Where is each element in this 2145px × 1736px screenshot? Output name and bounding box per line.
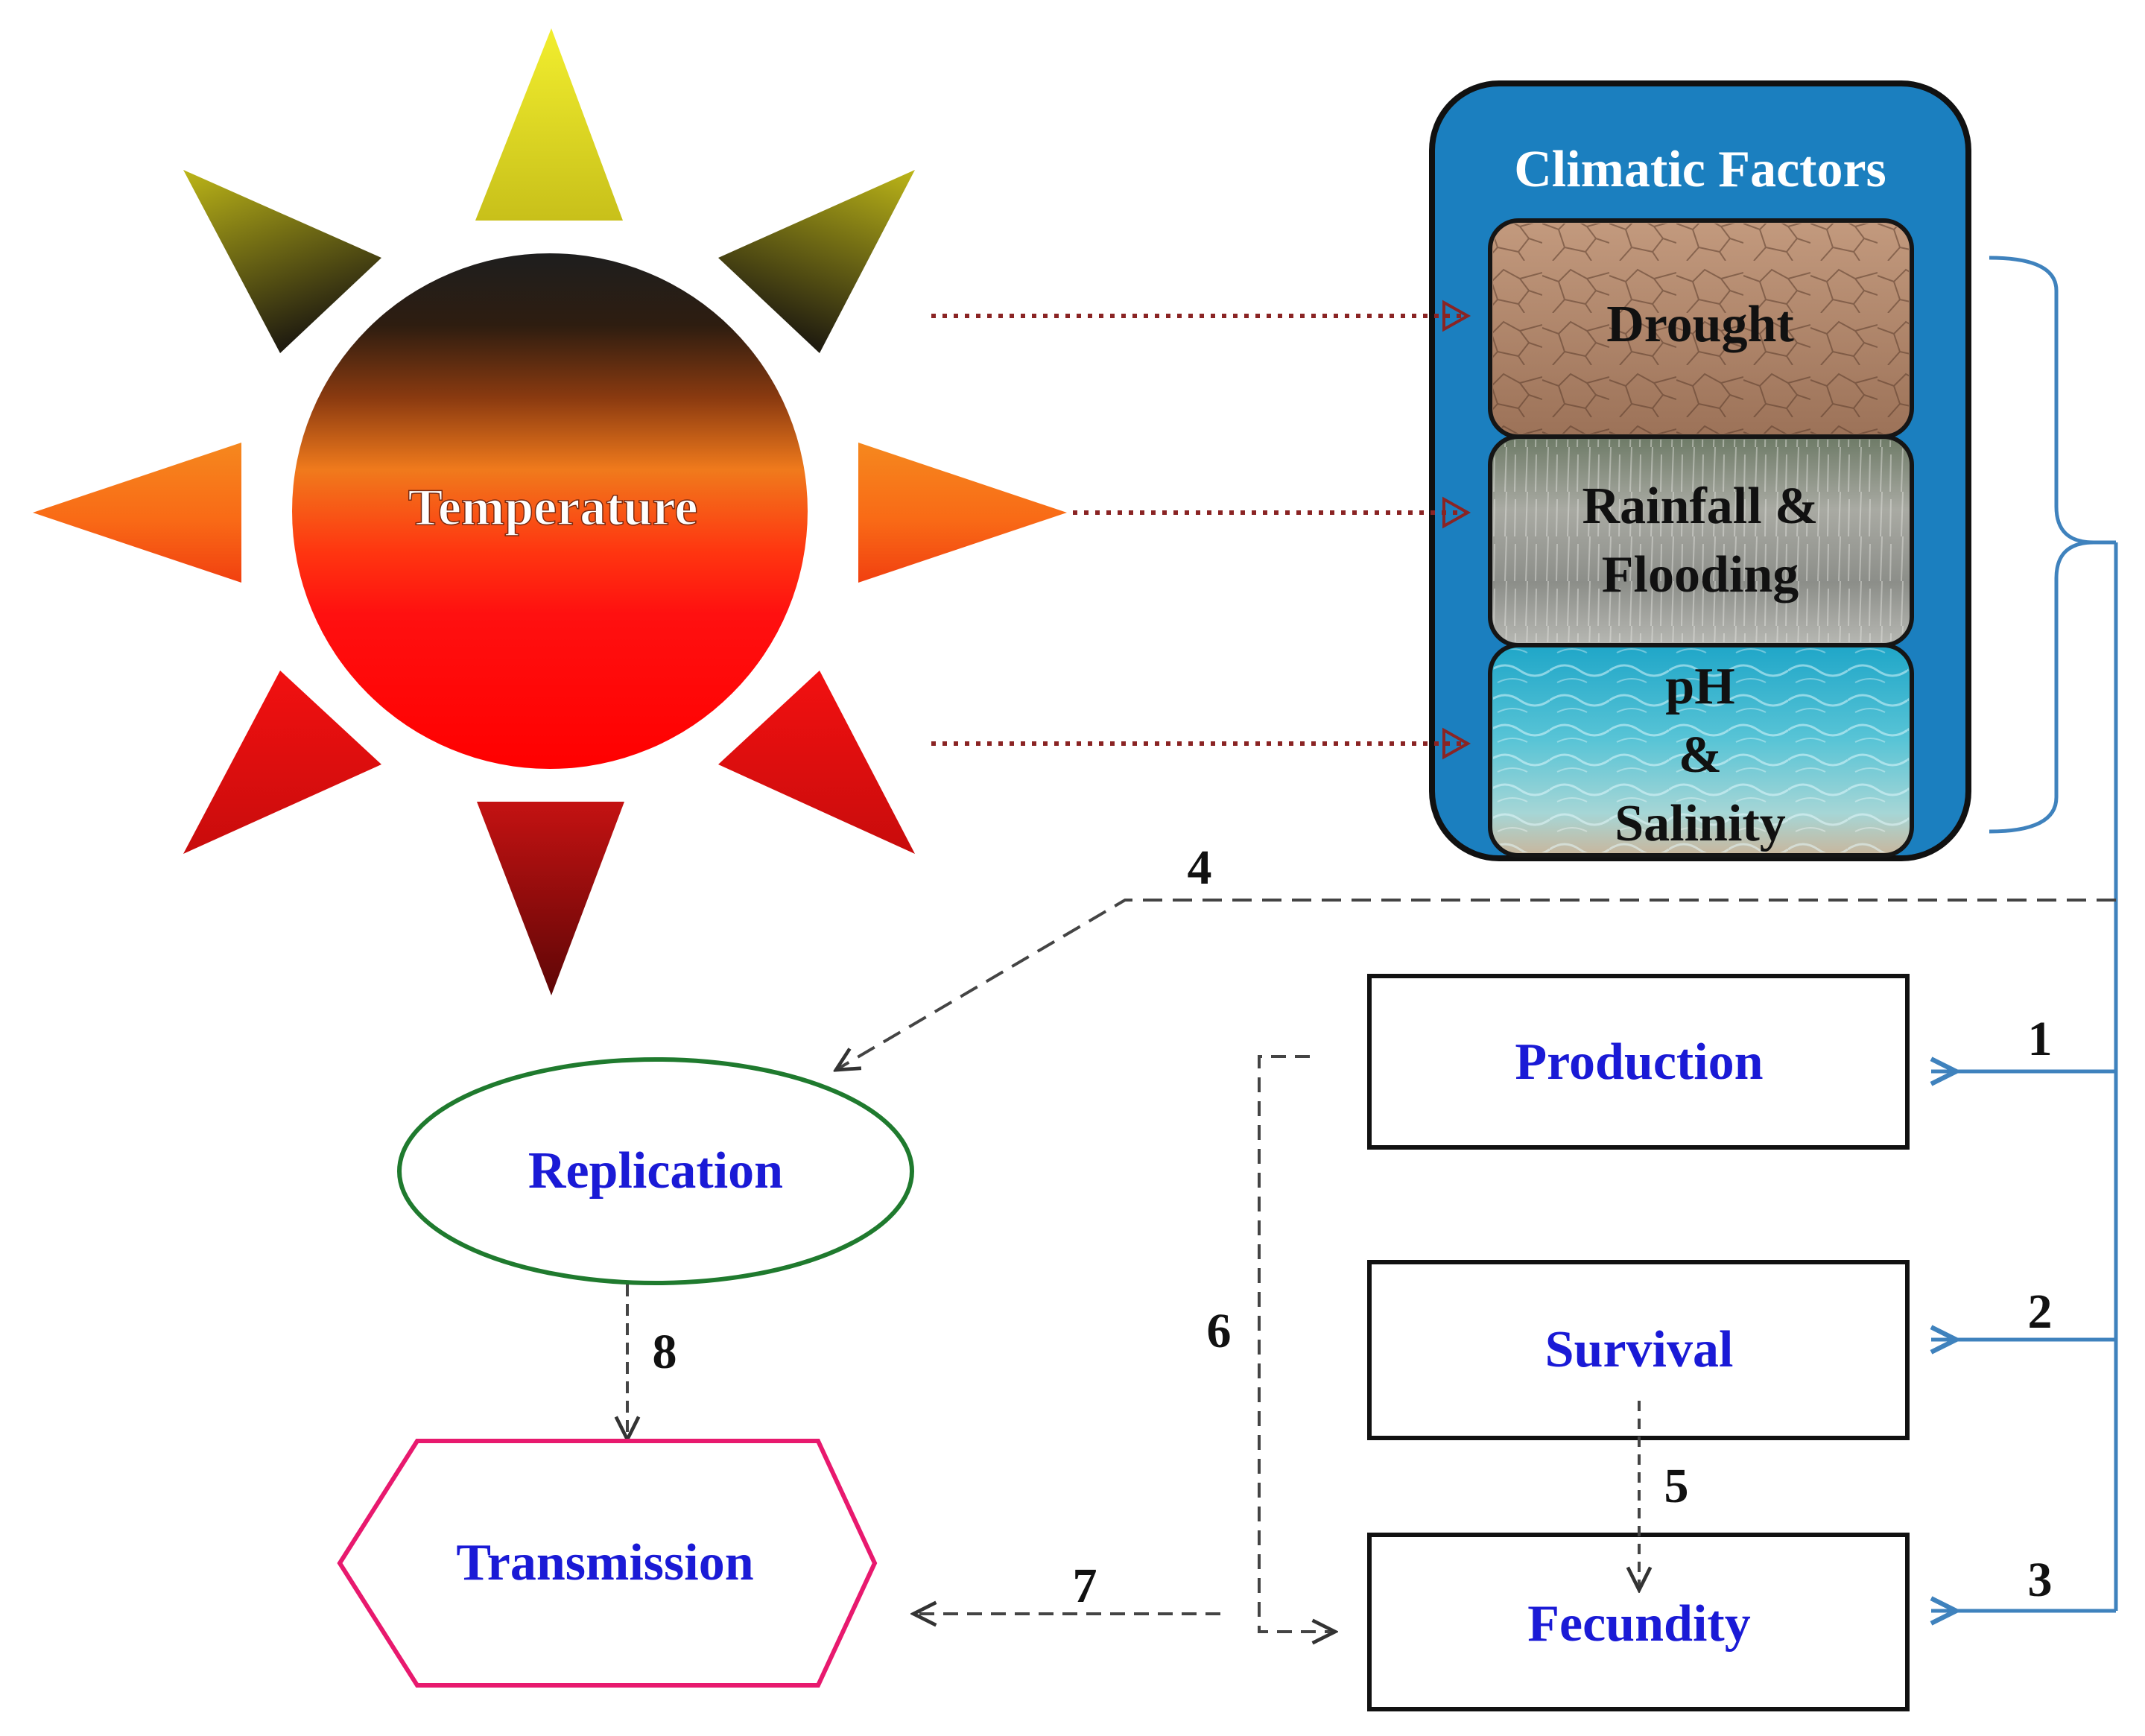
transmission-node: [337, 1439, 878, 1688]
climatic-factors-title: Climatic Factors: [1514, 141, 1886, 198]
fecundity-label: Fecundity: [1527, 1595, 1750, 1653]
sun-ray-upper-left: [183, 170, 381, 353]
edge-label-2: 2: [2028, 1284, 2053, 1339]
edge-label-7: 7: [1073, 1559, 1097, 1613]
drought-label: Drought: [1606, 296, 1794, 353]
edge-label-3: 3: [2028, 1553, 2053, 1607]
sun-ray-top: [475, 28, 623, 221]
arrowhead-drought: [1442, 300, 1471, 332]
sun-ray-lower-right: [718, 671, 915, 854]
sun-ray-lower-left: [183, 671, 381, 854]
temperature-label: Temperature: [408, 479, 698, 536]
edge-label-5: 5: [1664, 1459, 1689, 1513]
ph-label-line1: pH: [1665, 658, 1734, 715]
arrowhead-ph: [1442, 727, 1471, 760]
ph-label-line3: Salinity: [1615, 795, 1786, 852]
rainfall-label-line2: Flooding: [1602, 546, 1799, 604]
climatic-factors-bracket: [1989, 256, 2094, 834]
arrow-6-production-to-fecundity: [1258, 1055, 1335, 1632]
arrow-4-to-replication: [836, 899, 2116, 1070]
arrowhead-rainfall: [1442, 496, 1471, 529]
ph-label-line2: &: [1679, 726, 1722, 784]
drought-tile: [1488, 218, 1914, 439]
sun-ray-upper-right: [718, 170, 915, 353]
edge-label-1: 1: [2028, 1012, 2053, 1066]
edge-label-8: 8: [653, 1325, 677, 1379]
survival-label: Survival: [1545, 1321, 1734, 1378]
ph-salinity-tile: [1488, 643, 1914, 858]
sun-ray-bottom: [477, 802, 624, 995]
production-node: [1367, 974, 1910, 1150]
production-label: Production: [1515, 1033, 1763, 1091]
rainfall-label-line1: Rainfall &: [1582, 478, 1819, 535]
sun-ray-left: [33, 443, 241, 583]
sun-disc: [292, 253, 808, 769]
replication-node: [397, 1057, 914, 1285]
replication-label: Replication: [528, 1142, 783, 1200]
sun-icon: [33, 28, 1067, 995]
sun-ray-right: [858, 443, 1067, 583]
edge-label-6: 6: [1207, 1304, 1232, 1358]
transmission-label: Transmission: [456, 1534, 753, 1591]
rainfall-tile: [1488, 434, 1914, 647]
edge-label-4: 4: [1188, 840, 1212, 895]
